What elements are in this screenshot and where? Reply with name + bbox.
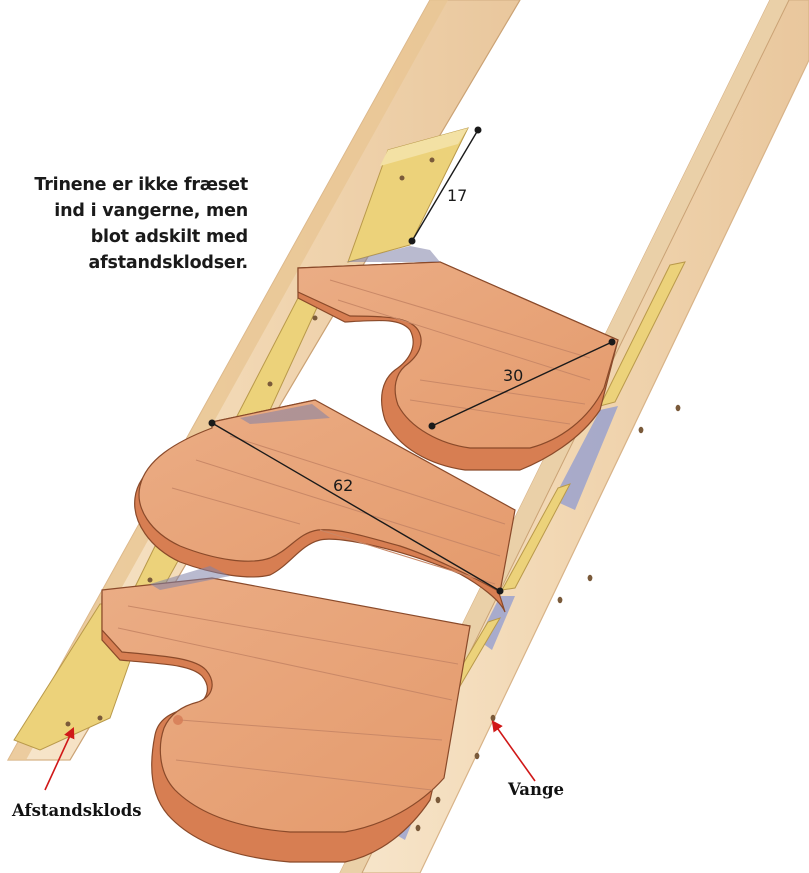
tread-shadows	[150, 246, 440, 590]
spacer-block-label: Afstandsklods	[12, 801, 142, 820]
dimension-depth	[428, 338, 616, 430]
tread-top	[297, 261, 619, 471]
depth-dimension-label: 30	[503, 366, 524, 385]
caption-line: blot adskilt med	[90, 227, 248, 247]
callout-arrows	[44, 720, 536, 791]
spacer-block-arrow	[44, 726, 75, 791]
caption-line: Trinene er ikke fræset	[34, 175, 248, 195]
tread-middle	[134, 399, 516, 613]
width-dimension-label: 62	[333, 476, 354, 495]
caption-line: afstandsklodser.	[88, 253, 249, 273]
stringer-label: Vange	[508, 780, 565, 799]
dimension-rise	[408, 126, 482, 245]
caption-text: Trinene er ikke fræset ind i vangerne, m…	[20, 172, 248, 276]
caption-line: ind i vangerne, men	[54, 201, 248, 221]
stringer-arrow	[491, 720, 536, 782]
rise-dimension-label: 17	[447, 186, 468, 205]
dimension-width	[208, 419, 504, 595]
tread-bottom	[101, 577, 471, 863]
